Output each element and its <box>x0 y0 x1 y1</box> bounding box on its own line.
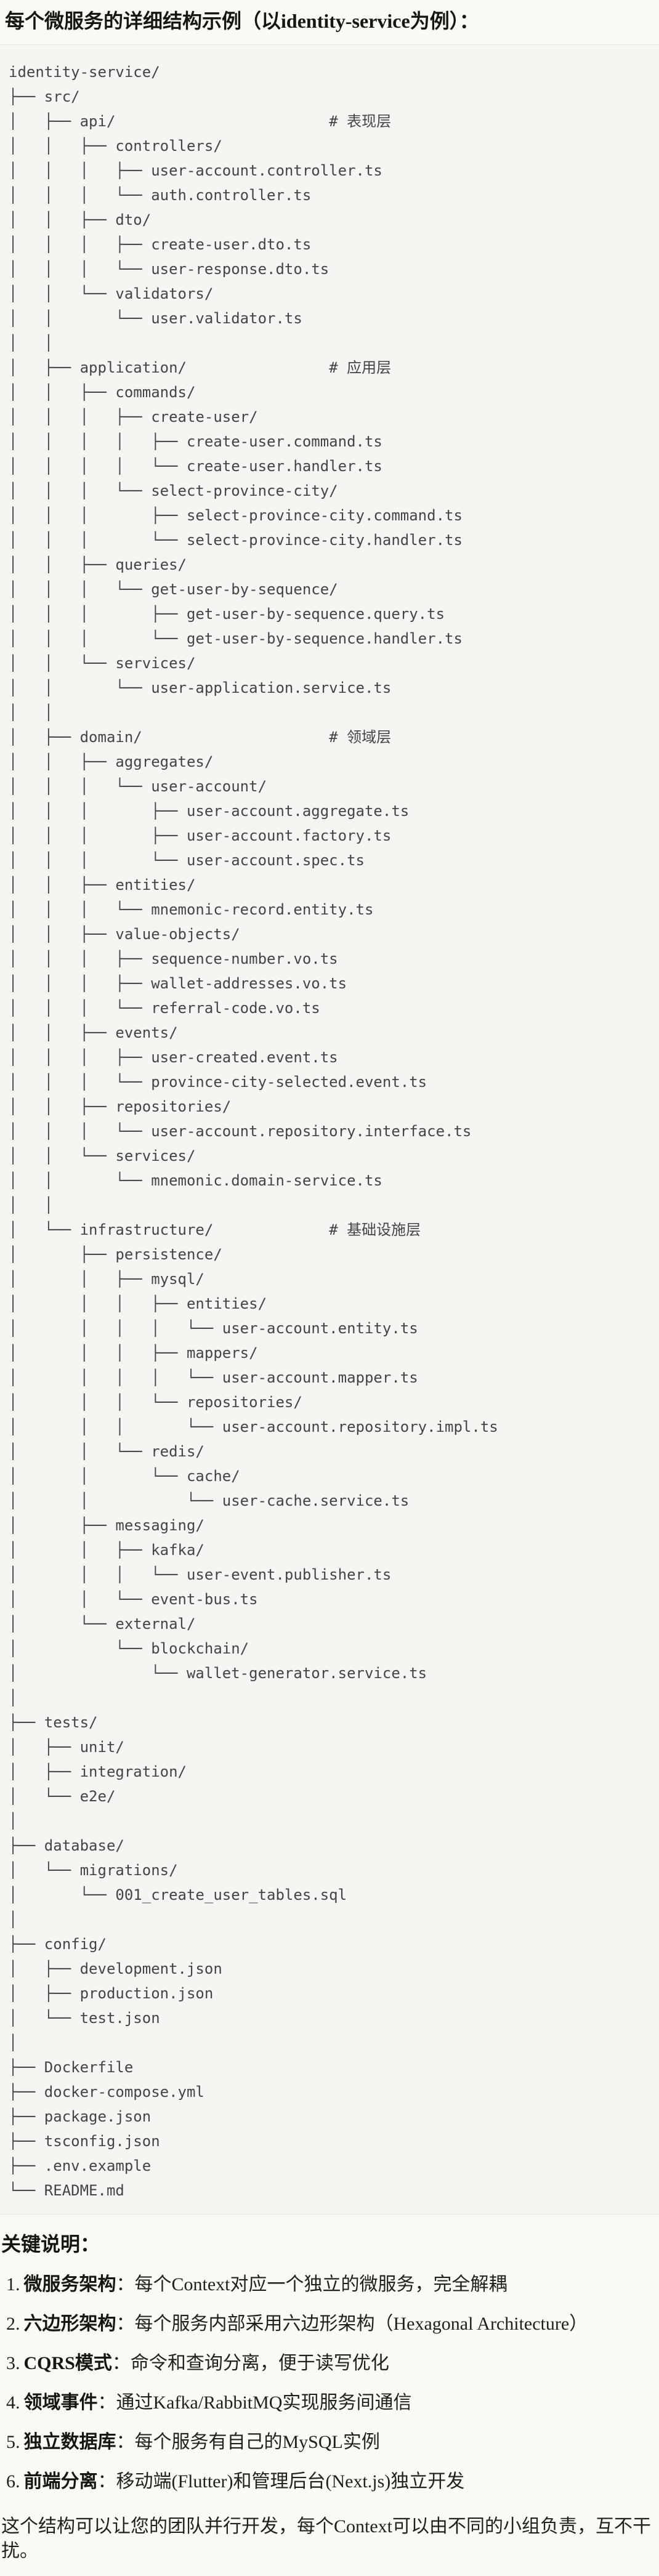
note-number: 2. <box>6 2314 20 2335</box>
note-number: 4. <box>6 2392 20 2413</box>
note-desc: ：每个服务内部采用六边形架构（Hexagonal Architecture） <box>116 2314 588 2335</box>
note-item: 1.微服务架构：每个Context对应一个独立的微服务，完全解耦 <box>1 2273 653 2296</box>
note-number: 1. <box>6 2274 20 2295</box>
code-block: identity-service/ ├── src/ │ ├── api/ # … <box>0 44 659 2215</box>
note-item: 6.前端分离：移动端(Flutter)和管理后台(Next.js)独立开发 <box>1 2470 653 2493</box>
note-term: 六边形架构 <box>23 2314 116 2335</box>
notes-heading: 关键说明： <box>1 2232 100 2255</box>
closing-paragraph: 这个结构可以让您的团队并行开发，每个Context可以由不同的小组负责，互不干扰… <box>1 2516 651 2562</box>
note-desc: ：移动端(Flutter)和管理后台(Next.js)独立开发 <box>97 2471 465 2492</box>
note-item: 3.CQRS模式：命令和查询分离，便于读写优化 <box>1 2352 653 2375</box>
note-item: 5.独立数据库：每个服务有自己的MySQL实例 <box>1 2431 653 2454</box>
note-desc: ：命令和查询分离，便于读写优化 <box>111 2353 389 2374</box>
note-number: 3. <box>6 2353 20 2374</box>
note-number: 6. <box>6 2471 20 2492</box>
note-term: 独立数据库 <box>23 2432 116 2453</box>
note-desc: ：每个服务有自己的MySQL实例 <box>116 2432 380 2453</box>
page-title: 每个微服务的详细结构示例（以identity-service为例）： <box>5 10 479 32</box>
note-term: 微服务架构 <box>23 2274 116 2295</box>
note-item: 2.六边形架构：每个服务内部采用六边形架构（Hexagonal Architec… <box>1 2312 653 2336</box>
note-term: CQRS模式 <box>23 2353 112 2374</box>
note-term: 领域事件 <box>23 2392 98 2413</box>
note-term: 前端分离 <box>23 2471 98 2492</box>
note-desc: ：通过Kafka/RabbitMQ实现服务间通信 <box>97 2392 412 2413</box>
note-desc: ：每个Context对应一个独立的微服务，完全解耦 <box>116 2274 507 2295</box>
note-number: 5. <box>6 2432 20 2453</box>
file-tree: identity-service/ ├── src/ │ ├── api/ # … <box>9 63 498 2199</box>
note-item: 4.领域事件：通过Kafka/RabbitMQ实现服务间通信 <box>1 2391 653 2415</box>
notes-section: 关键说明： 1.微服务架构：每个Context对应一个独立的微服务，完全解耦 2… <box>1 2232 653 2564</box>
